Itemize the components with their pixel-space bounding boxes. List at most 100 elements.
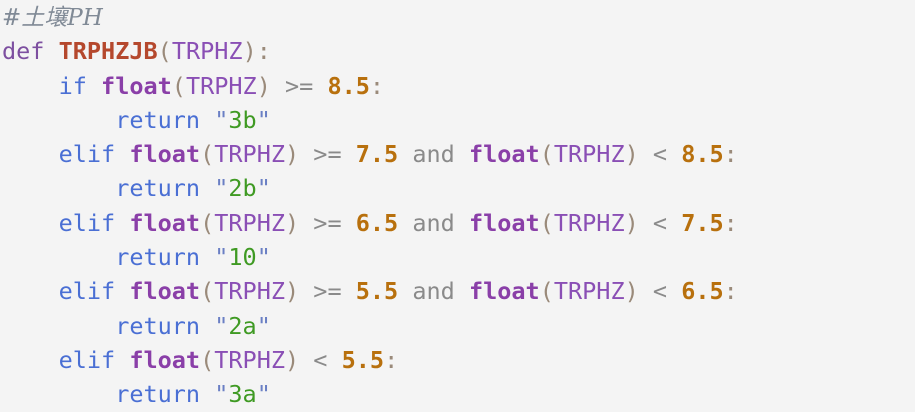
- code-token-builtin: float: [468, 140, 540, 169]
- code-token-str: 2a: [228, 311, 257, 340]
- code-token-var: TRPHZ: [553, 208, 625, 237]
- code-token-str-q: ": [214, 105, 229, 134]
- indent-whitespace: [2, 106, 115, 134]
- code-token-plain: [200, 243, 214, 271]
- code-token-punct: (: [200, 277, 215, 306]
- code-token-str: 2b: [228, 174, 257, 203]
- code-token-var: TRPHZ: [171, 37, 243, 66]
- code-token-var: TRPHZ: [185, 71, 257, 100]
- code-token-plain: [200, 174, 214, 202]
- code-token-punct: (: [157, 37, 172, 66]
- code-token-plain: [200, 380, 214, 408]
- code-token-punct: ): [285, 277, 300, 306]
- code-token-builtin: float: [129, 208, 201, 237]
- code-token-colon: :: [723, 140, 738, 169]
- code-token-builtin: float: [129, 277, 201, 306]
- code-token-kw: elif: [58, 140, 116, 169]
- code-token-kw: return: [115, 174, 201, 203]
- code-token-num: 7.5: [355, 140, 399, 169]
- code-line[interactable]: return "10": [0, 240, 915, 274]
- indent-whitespace: [2, 380, 115, 408]
- indent-whitespace: [2, 209, 59, 237]
- code-token-var: TRPHZ: [214, 140, 285, 169]
- code-token-str-q: ": [256, 380, 271, 409]
- code-token-kw: return: [115, 311, 201, 340]
- code-token-var: TRPHZ: [214, 208, 285, 237]
- code-token-op: >=: [270, 71, 328, 100]
- indent-whitespace: [2, 140, 59, 168]
- code-token-colon: :: [256, 37, 271, 66]
- code-token-str-q: ": [256, 311, 271, 340]
- code-line[interactable]: elif float(TRPHZ) >= 6.5 and float(TRPHZ…: [0, 206, 915, 240]
- code-token-str-q: ": [214, 380, 229, 409]
- code-token-op: <: [638, 140, 682, 169]
- indent-whitespace: [2, 174, 115, 202]
- code-token-num: 8.5: [681, 140, 724, 169]
- code-line[interactable]: return "2a": [0, 309, 915, 343]
- code-token-punct: ): [285, 208, 300, 237]
- code-token-num: 6.5: [355, 208, 399, 237]
- code-token-op: and: [398, 208, 469, 237]
- code-token-op: >=: [299, 140, 356, 169]
- code-token-str-q: ": [214, 243, 229, 272]
- code-token-str-q: ": [256, 174, 271, 203]
- code-token-op: <: [638, 208, 682, 237]
- code-token-plain: [115, 209, 129, 237]
- code-token-str: 3a: [228, 380, 257, 409]
- code-line[interactable]: elif float(TRPHZ) >= 5.5 and float(TRPHZ…: [0, 274, 915, 308]
- code-token-str-q: ": [214, 311, 229, 340]
- code-token-kw: return: [115, 105, 201, 134]
- code-token-punct: ): [624, 140, 639, 169]
- code-token-punct: ): [242, 37, 257, 66]
- code-token-builtin: float: [129, 345, 201, 374]
- code-token-num: 8.5: [327, 71, 370, 100]
- code-token-op: >=: [299, 277, 356, 306]
- code-token-op: <: [638, 277, 682, 306]
- code-token-var: TRPHZ: [214, 277, 285, 306]
- code-line[interactable]: return "3a": [0, 377, 915, 411]
- code-token-plain: [115, 140, 129, 168]
- code-token-builtin: float: [101, 71, 172, 100]
- code-token-punct: ): [285, 345, 300, 374]
- code-line[interactable]: #土壤PH: [0, 0, 915, 34]
- indent-whitespace: [2, 72, 59, 100]
- code-token-str-q: ": [214, 174, 229, 203]
- code-token-colon: :: [369, 71, 385, 100]
- indent-whitespace: [2, 243, 115, 271]
- code-token-var: TRPHZ: [553, 277, 625, 306]
- code-token-plain: [115, 346, 129, 374]
- code-token-punct: (: [200, 140, 215, 169]
- code-line[interactable]: return "2b": [0, 171, 915, 205]
- code-token-kw: if: [58, 71, 87, 100]
- code-line[interactable]: elif float(TRPHZ) < 5.5:: [0, 343, 915, 377]
- indent-whitespace: [2, 312, 115, 340]
- code-token-colon: :: [723, 277, 738, 306]
- code-token-punct: ): [285, 140, 300, 169]
- code-token-var: TRPHZ: [553, 140, 625, 169]
- code-token-punct: (: [200, 345, 215, 374]
- code-token-kw-def: def: [2, 37, 45, 66]
- code-token-num: 7.5: [681, 208, 724, 237]
- code-token-punct: ): [624, 208, 639, 237]
- indent-whitespace: [2, 277, 59, 305]
- code-token-num: 5.5: [355, 277, 399, 306]
- code-token-builtin: float: [468, 277, 540, 306]
- code-token-str-q: ": [256, 243, 271, 272]
- code-token-punct: (: [171, 71, 186, 100]
- code-token-var: TRPHZ: [214, 345, 285, 374]
- code-token-op: and: [398, 140, 469, 169]
- code-line[interactable]: return "3b": [0, 103, 915, 137]
- code-token-plain: [44, 37, 58, 65]
- code-line[interactable]: elif float(TRPHZ) >= 7.5 and float(TRPHZ…: [0, 137, 915, 171]
- code-token-colon: :: [384, 345, 399, 374]
- code-line[interactable]: def TRPHZJB(TRPHZ):: [0, 34, 915, 68]
- code-token-builtin: float: [468, 208, 540, 237]
- code-token-op: >=: [299, 208, 356, 237]
- code-token-str: 3b: [228, 105, 257, 134]
- code-line[interactable]: if float(TRPHZ) >= 8.5:: [0, 69, 915, 103]
- code-token-num: 5.5: [341, 345, 385, 374]
- code-token-punct: (: [539, 208, 554, 237]
- code-token-op: <: [299, 345, 342, 374]
- code-token-punct: (: [539, 140, 554, 169]
